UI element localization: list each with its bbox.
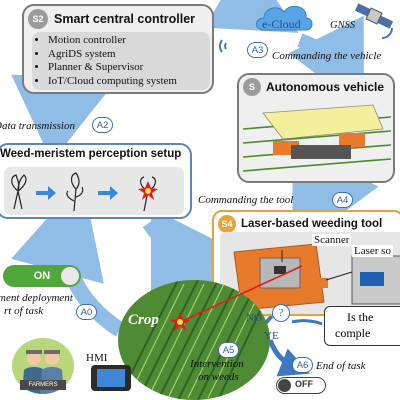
weed-perception-box: Weed-meristem perception setup xyxy=(0,143,192,219)
s2-item: Motion controller xyxy=(48,34,210,48)
a0-badge: A0 xyxy=(76,304,97,320)
a2-label: Data transmission xyxy=(0,120,75,132)
on-toggle-label: ON xyxy=(33,270,51,282)
s2-item: AgriDS system xyxy=(48,48,210,62)
question-mark-badge: ? xyxy=(272,304,290,322)
decision-yes-label: YE xyxy=(264,330,279,342)
cloud-label: e-Cloud xyxy=(262,17,301,31)
hmi-tablet-icon xyxy=(91,365,131,391)
s5-badge: S xyxy=(243,78,261,96)
weed-stem-icon xyxy=(66,172,84,212)
a4-badge: A4 xyxy=(332,192,353,208)
autonomous-vehicle-box: S Autonomous vehicle xyxy=(237,73,395,183)
question-line1: Is the xyxy=(347,310,374,324)
loop-arrow-to-vehicle xyxy=(288,15,364,110)
on-toggle[interactable]: ON xyxy=(3,265,81,287)
arrow-right-icon xyxy=(98,186,118,200)
a6-badge: A6 xyxy=(292,357,313,373)
laser-beam-layer xyxy=(170,265,303,331)
crop-label: Crop xyxy=(128,312,159,328)
completion-question-box: Is the comple xyxy=(324,306,400,346)
off-toggle-label: OFF xyxy=(295,379,313,389)
laser-beam xyxy=(179,265,303,323)
hmi-label: HMI xyxy=(86,352,108,364)
s4-header: S4 Laser-based weeding tool xyxy=(218,215,382,233)
a3-badge: A3 xyxy=(247,42,268,58)
wifi-icon xyxy=(219,39,227,53)
a0-label-line2: rt of task xyxy=(4,305,44,317)
s2-title: Smart central controller xyxy=(54,12,196,26)
arrow-to-question xyxy=(291,319,323,326)
a6-label: End of task xyxy=(316,360,366,372)
toggle-knob xyxy=(61,267,79,285)
s2-item-list: Motion controller AgriDS system Planner … xyxy=(32,32,210,88)
s2-item: Planner & Supervisor xyxy=(48,61,210,75)
weed-target-icon xyxy=(177,319,183,325)
s2-item-panel: Motion controller AgriDS system Planner … xyxy=(32,32,210,90)
s3-image-panel xyxy=(4,167,184,215)
laser-source-label: Laser so xyxy=(352,245,393,257)
loop-arrow-top xyxy=(204,0,299,33)
s2-item: IoT/Cloud computing system xyxy=(48,75,210,89)
perception-steps xyxy=(11,172,158,212)
s5-header: S Autonomous vehicle xyxy=(243,78,384,96)
a5-badge: A5 xyxy=(218,342,239,358)
question-line2: comple xyxy=(335,326,371,340)
scanner-label: Scanner xyxy=(312,234,352,246)
decision-no-label: NO xyxy=(246,312,262,324)
smart-central-controller-box: S2 Smart central controller Motion contr… xyxy=(22,4,214,94)
a0-label-line1: ment deployment xyxy=(0,292,73,304)
a4-label: Commanding the tool xyxy=(198,194,294,206)
weed-sprout-icon xyxy=(11,174,27,210)
s5-title: Autonomous vehicle xyxy=(266,80,385,94)
vehicle-illustration xyxy=(243,104,391,172)
s4-badge: S4 xyxy=(218,215,236,233)
satellite-icon xyxy=(354,3,394,29)
off-toggle[interactable]: OFF xyxy=(276,377,326,394)
toggle-knob xyxy=(278,379,291,392)
farmers-label: FARMERS xyxy=(20,380,66,390)
loop-arrow-center xyxy=(142,207,259,316)
loop-arrow-right xyxy=(292,143,379,251)
wifi-icon xyxy=(381,27,393,39)
meristem-dot-icon xyxy=(145,188,151,194)
s4-title: Laser-based weeding tool xyxy=(241,218,383,230)
a5-label-line1: Intervention xyxy=(190,358,244,370)
s3-title: Weed-meristem perception setup xyxy=(0,148,182,160)
cloud-icon xyxy=(256,5,313,31)
arrow-right-icon xyxy=(36,186,56,200)
a3-label: Commanding the vehicle xyxy=(272,50,382,62)
gnss-label: GNSS xyxy=(330,20,356,31)
a5-label-line2: on weeds xyxy=(198,371,239,383)
s2-badge: S2 xyxy=(28,9,48,29)
a2-badge: A2 xyxy=(92,117,113,133)
s2-header: S2 Smart central controller xyxy=(28,9,195,29)
loop-arrow-left-upper xyxy=(11,74,119,162)
